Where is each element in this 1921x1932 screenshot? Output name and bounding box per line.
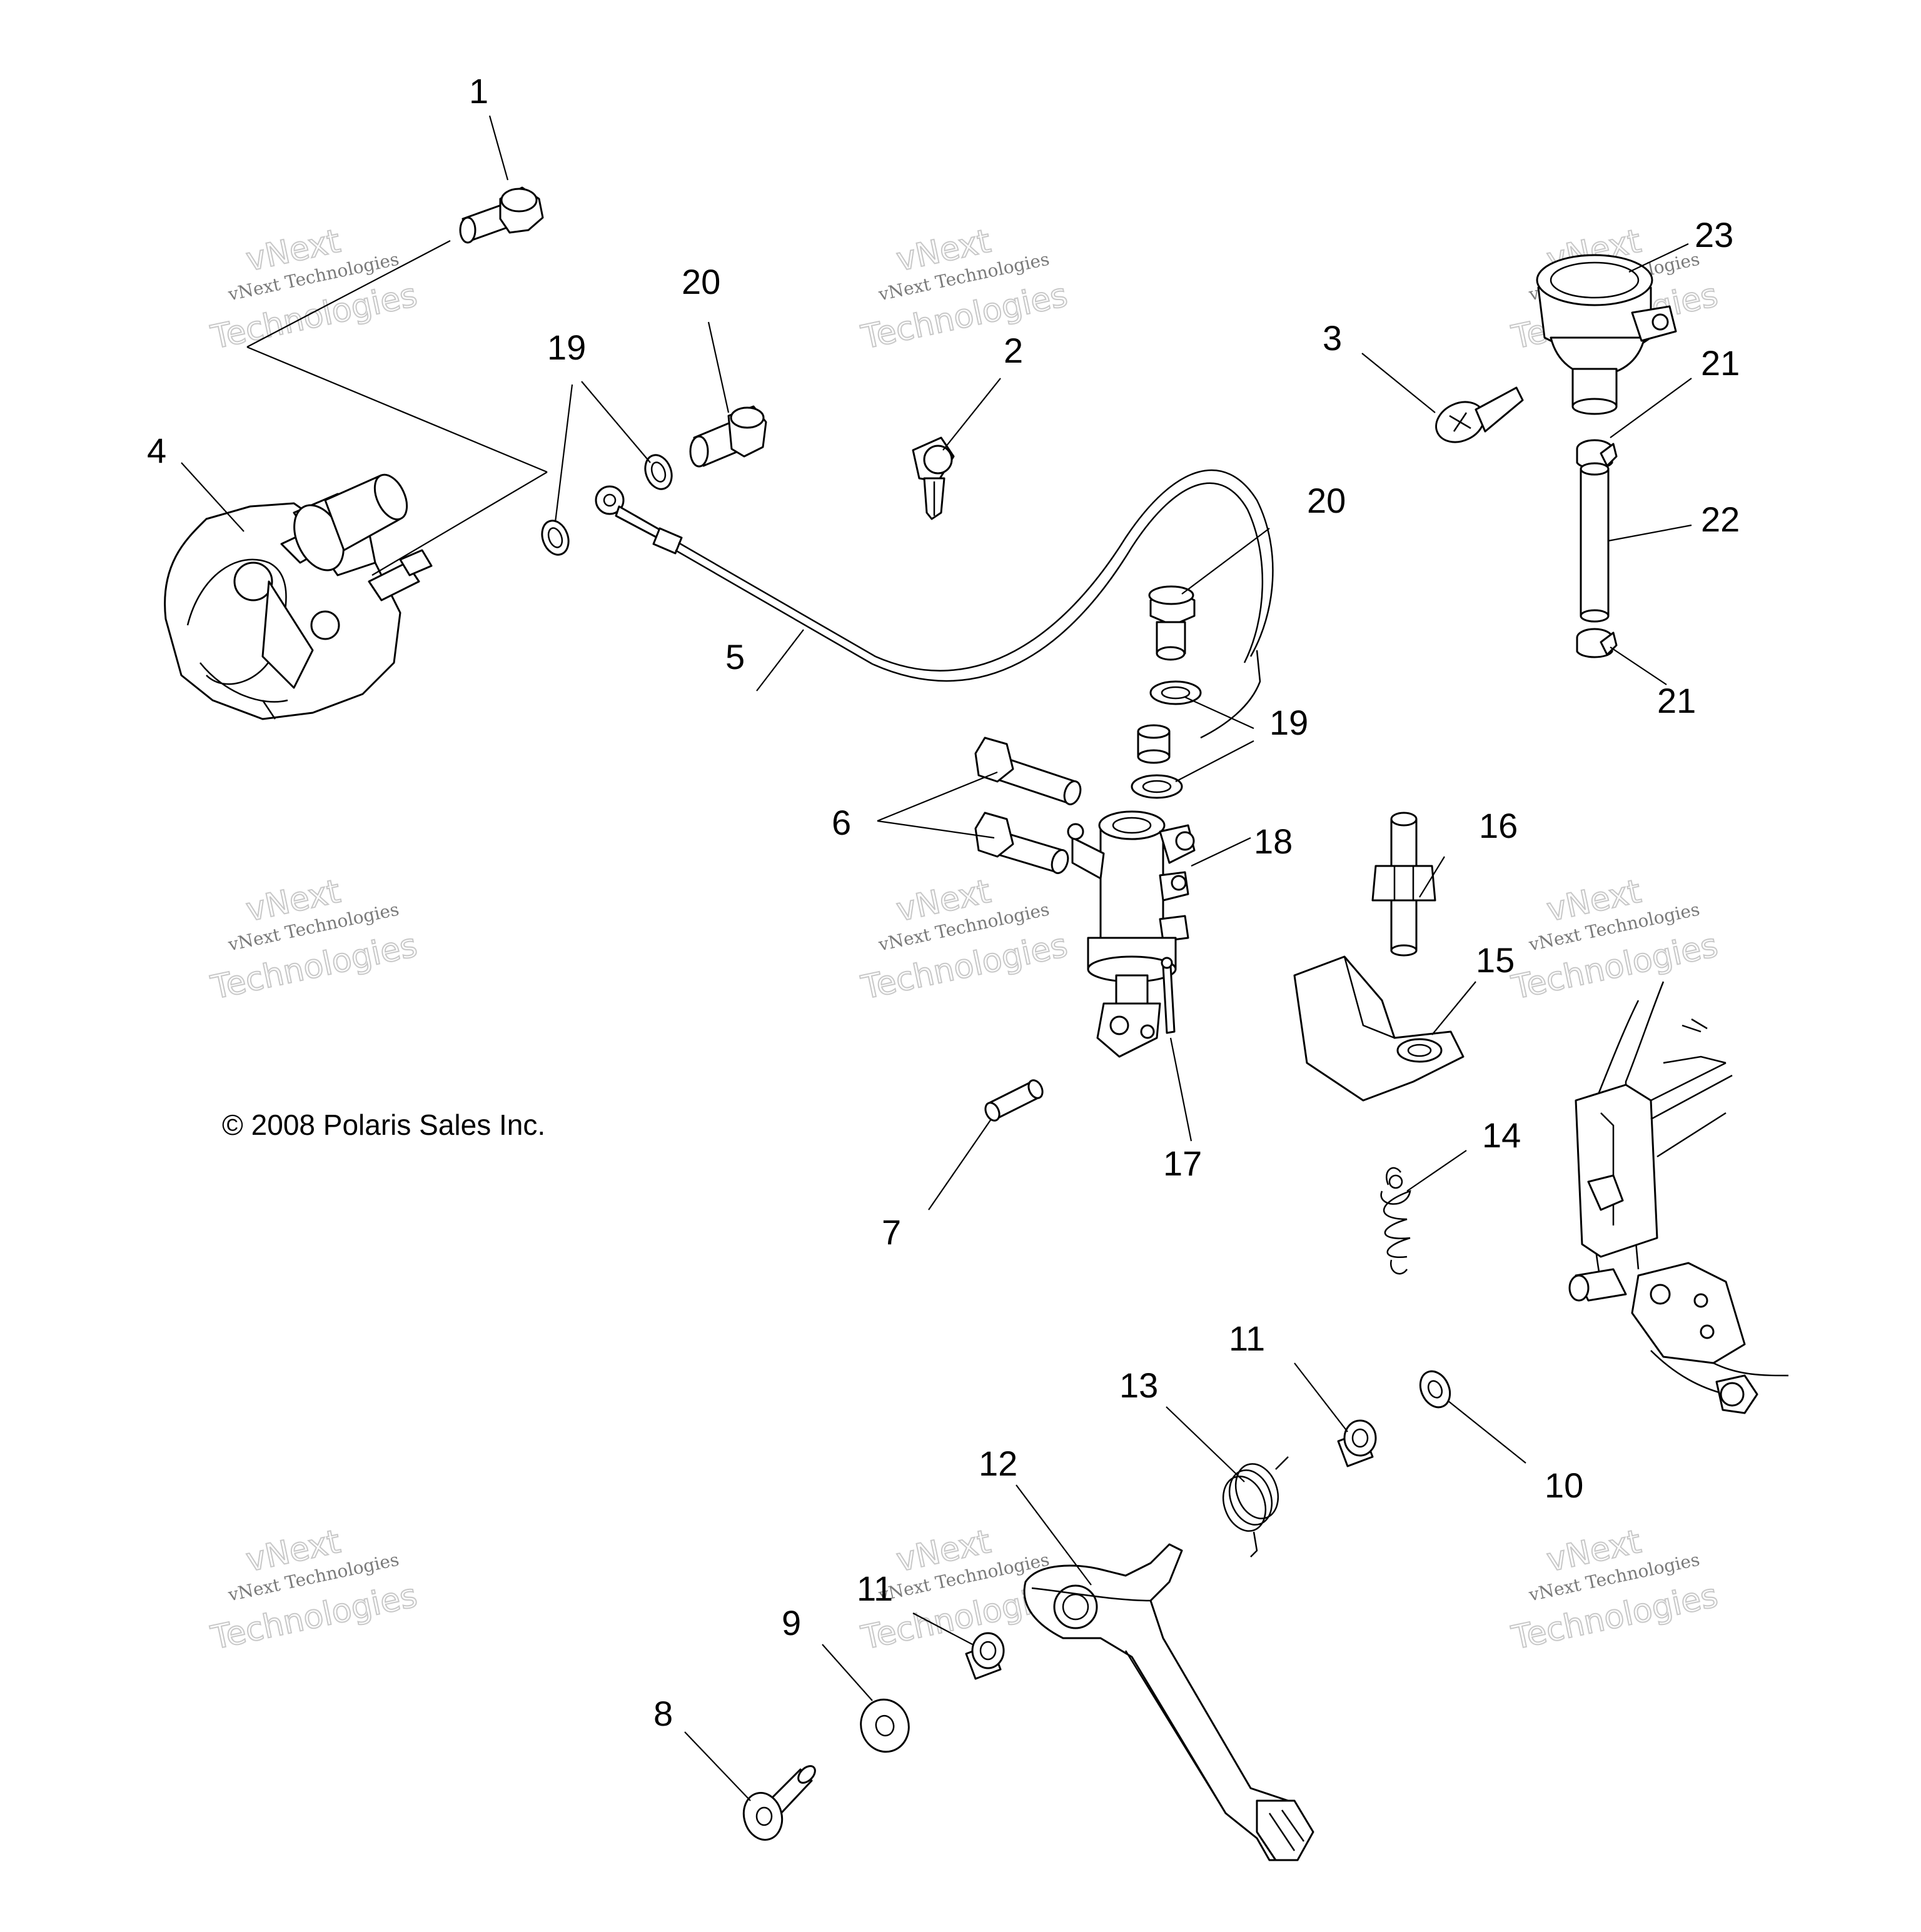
part-6-bolt-lower [974,812,1069,874]
callout-3: 3 [1323,318,1342,358]
part-7-clevis-pin [984,1079,1044,1122]
callout-23: 23 [1695,215,1733,254]
callout-8: 8 [653,1694,673,1733]
part-19-crush-washer-2 [644,454,673,490]
callout-10: 10 [1545,1466,1583,1505]
callout-1: 1 [469,71,488,111]
watermark-top-left: vNext vNext Technologies Technologies [207,222,421,358]
part-23-brake-fluid-reservoir [1536,254,1677,415]
part-10-washer [1419,1370,1451,1409]
watermark-mid-left: vNext vNext Technologies Technologies [207,872,421,1008]
callout-15: 15 [1476,940,1515,980]
callout-19-lower: 19 [1269,703,1308,742]
callout-14: 14 [1482,1115,1521,1155]
callout-5: 5 [725,637,745,677]
part-19-banjo-fitting [1137,724,1171,764]
part-22-reservoir-hose [1580,462,1610,623]
watermark-top-center: vNext vNext Technologies Technologies [857,222,1071,358]
callout-4: 4 [147,431,166,470]
callout-7: 7 [882,1212,901,1252]
part-19-crush-washer-4 [1131,774,1183,799]
part-11-bushing-lower [965,1632,1005,1680]
callout-11-upper: 11 [1229,1319,1265,1358]
part-11-bushing-upper [1337,1419,1377,1467]
part-20-banjo-bolt-2 [1148,585,1196,661]
part-19-crush-washer-1 [541,520,570,556]
callout-20-lower: 20 [1307,481,1346,520]
callout-11-lower: 11 [857,1569,893,1608]
watermark-bottom-right: vNext vNext Technologies Technologies [1508,1522,1722,1658]
callout-22: 22 [1701,500,1740,539]
part-14-return-spring [1380,1167,1411,1275]
callout-13: 13 [1119,1366,1158,1405]
part-13-torsion-spring [1222,1456,1289,1557]
callout-17: 17 [1163,1144,1202,1183]
leader-lines [181,115,1692,1801]
part-1-bolt [459,186,544,244]
callout-20-upper: 20 [682,262,720,301]
frame-section [1568,981,1789,1414]
callout-19-upper: 19 [547,328,586,367]
watermark-mid-center: vNext vNext Technologies Technologies [857,872,1071,1008]
part-6-bolt-upper [974,737,1082,805]
callout-16: 16 [1479,806,1518,845]
watermark-bottom-left: vNext vNext Technologies Technologies [207,1522,421,1658]
part-8-pivot-bolt [742,1765,816,1841]
part-3-screw [1435,386,1524,443]
callout-12: 12 [979,1444,1017,1483]
copyright-notice: © 2008 Polaris Sales Inc. [222,1109,545,1141]
part-20-banjo-bolt-1 [689,405,767,468]
part-18-master-cylinder [1067,810,1196,1058]
part-15-mounting-bracket [1293,955,1465,1102]
part-9-washer [860,1698,910,1753]
part-12-brake-pedal [1023,1543,1314,1861]
part-21-hose-clamp-upper [1576,439,1618,470]
callout-18: 18 [1254,822,1293,861]
part-16-brake-light-switch [1371,812,1436,957]
part-21-hose-clamp-lower [1576,628,1618,658]
watermark-mid-right: vNext vNext Technologies Technologies [1508,872,1722,1008]
callout-6: 6 [832,803,851,842]
part-17-cotter-pin [1161,957,1176,1034]
callout-2: 2 [1004,331,1023,370]
callout-21-upper: 21 [1701,343,1740,383]
part-5-brake-line [595,469,1274,739]
part-2-clip [912,436,955,520]
part-4-brake-caliper [164,473,433,720]
callout-21-lower: 21 [1657,681,1696,720]
callout-9: 9 [782,1603,801,1643]
callout-labels: 1 2 3 4 5 6 7 8 9 10 11 11 12 13 14 15 1… [147,71,1740,1733]
